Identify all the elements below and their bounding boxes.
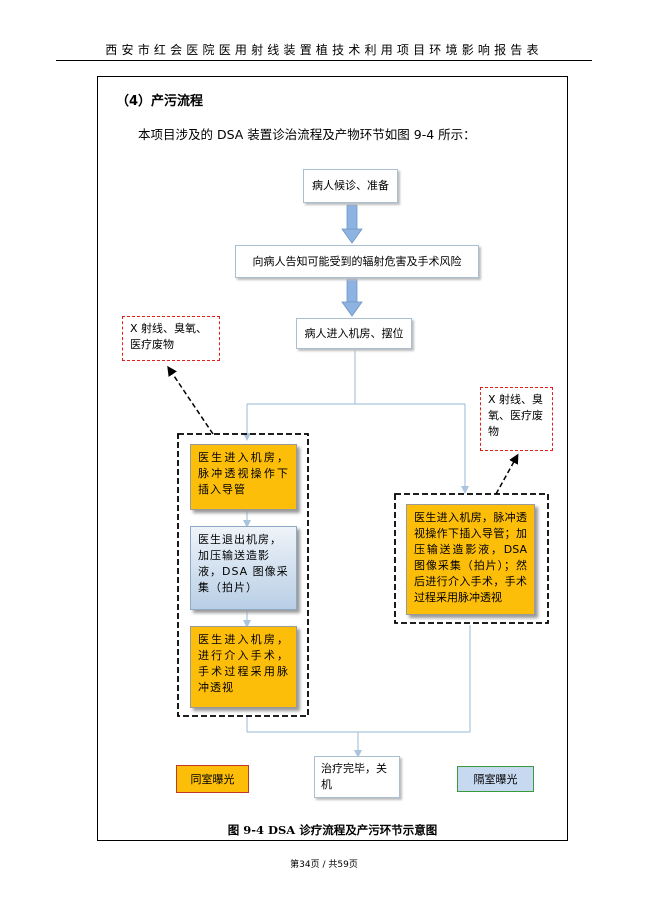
- left-step-insert-catheter: 医生进入机房，脉冲透视操作下插入导管: [190, 444, 297, 510]
- header-rule: [56, 60, 592, 61]
- flow-step-informed: 向病人告知可能受到的辐射危害及手术风险: [235, 245, 479, 278]
- section-title: （4）产污流程: [116, 94, 204, 109]
- right-group-outline: [394, 493, 549, 624]
- legend-separate-room: 隔室曝光: [457, 766, 534, 792]
- big-arrow-1: [341, 204, 363, 244]
- legend-same-room: 同室曝光: [176, 765, 249, 793]
- document-header: 西安市红会医院医用射线装置植技术利用项目环境影响报告表: [105, 43, 543, 57]
- pollutant-box-left: X 射线、臭氧、医疗废物: [122, 316, 220, 361]
- left-step-intervention: 医生进入机房，进行介入手术，手术过程采用脉冲透视: [190, 626, 297, 708]
- flow-step-enter-room: 病人进入机房、摆位: [296, 318, 412, 349]
- right-step-combined: 医生进入机房，脉冲透视操作下插入导管；加压输送造影液，DSA 图像采集（拍片）；…: [406, 504, 535, 615]
- pollutant-box-right: X 射线、臭氧、医疗废物: [480, 387, 553, 451]
- page-footer: 第34页 / 共59页: [290, 860, 358, 870]
- intro-text: 本项目涉及的 DSA 装置诊治流程及产物环节如图 9-4 所示：: [138, 127, 476, 142]
- big-arrow-2: [341, 278, 363, 317]
- figure-frame: [97, 76, 568, 841]
- flow-step-waiting: 病人候诊、准备: [303, 169, 398, 203]
- flow-step-end: 治疗完毕，关机: [314, 756, 400, 798]
- left-group-outline: [177, 433, 309, 717]
- left-step-image-acquisition: 医生退出机房，加压输送造影液，DSA 图像采集（拍片）: [190, 526, 297, 610]
- pollutant-arrow-left: [167, 365, 214, 435]
- figure-caption: 图 9-4 DSA 诊疗流程及产污环节示意图: [227, 823, 438, 837]
- pollutant-arrow-right: [495, 453, 519, 495]
